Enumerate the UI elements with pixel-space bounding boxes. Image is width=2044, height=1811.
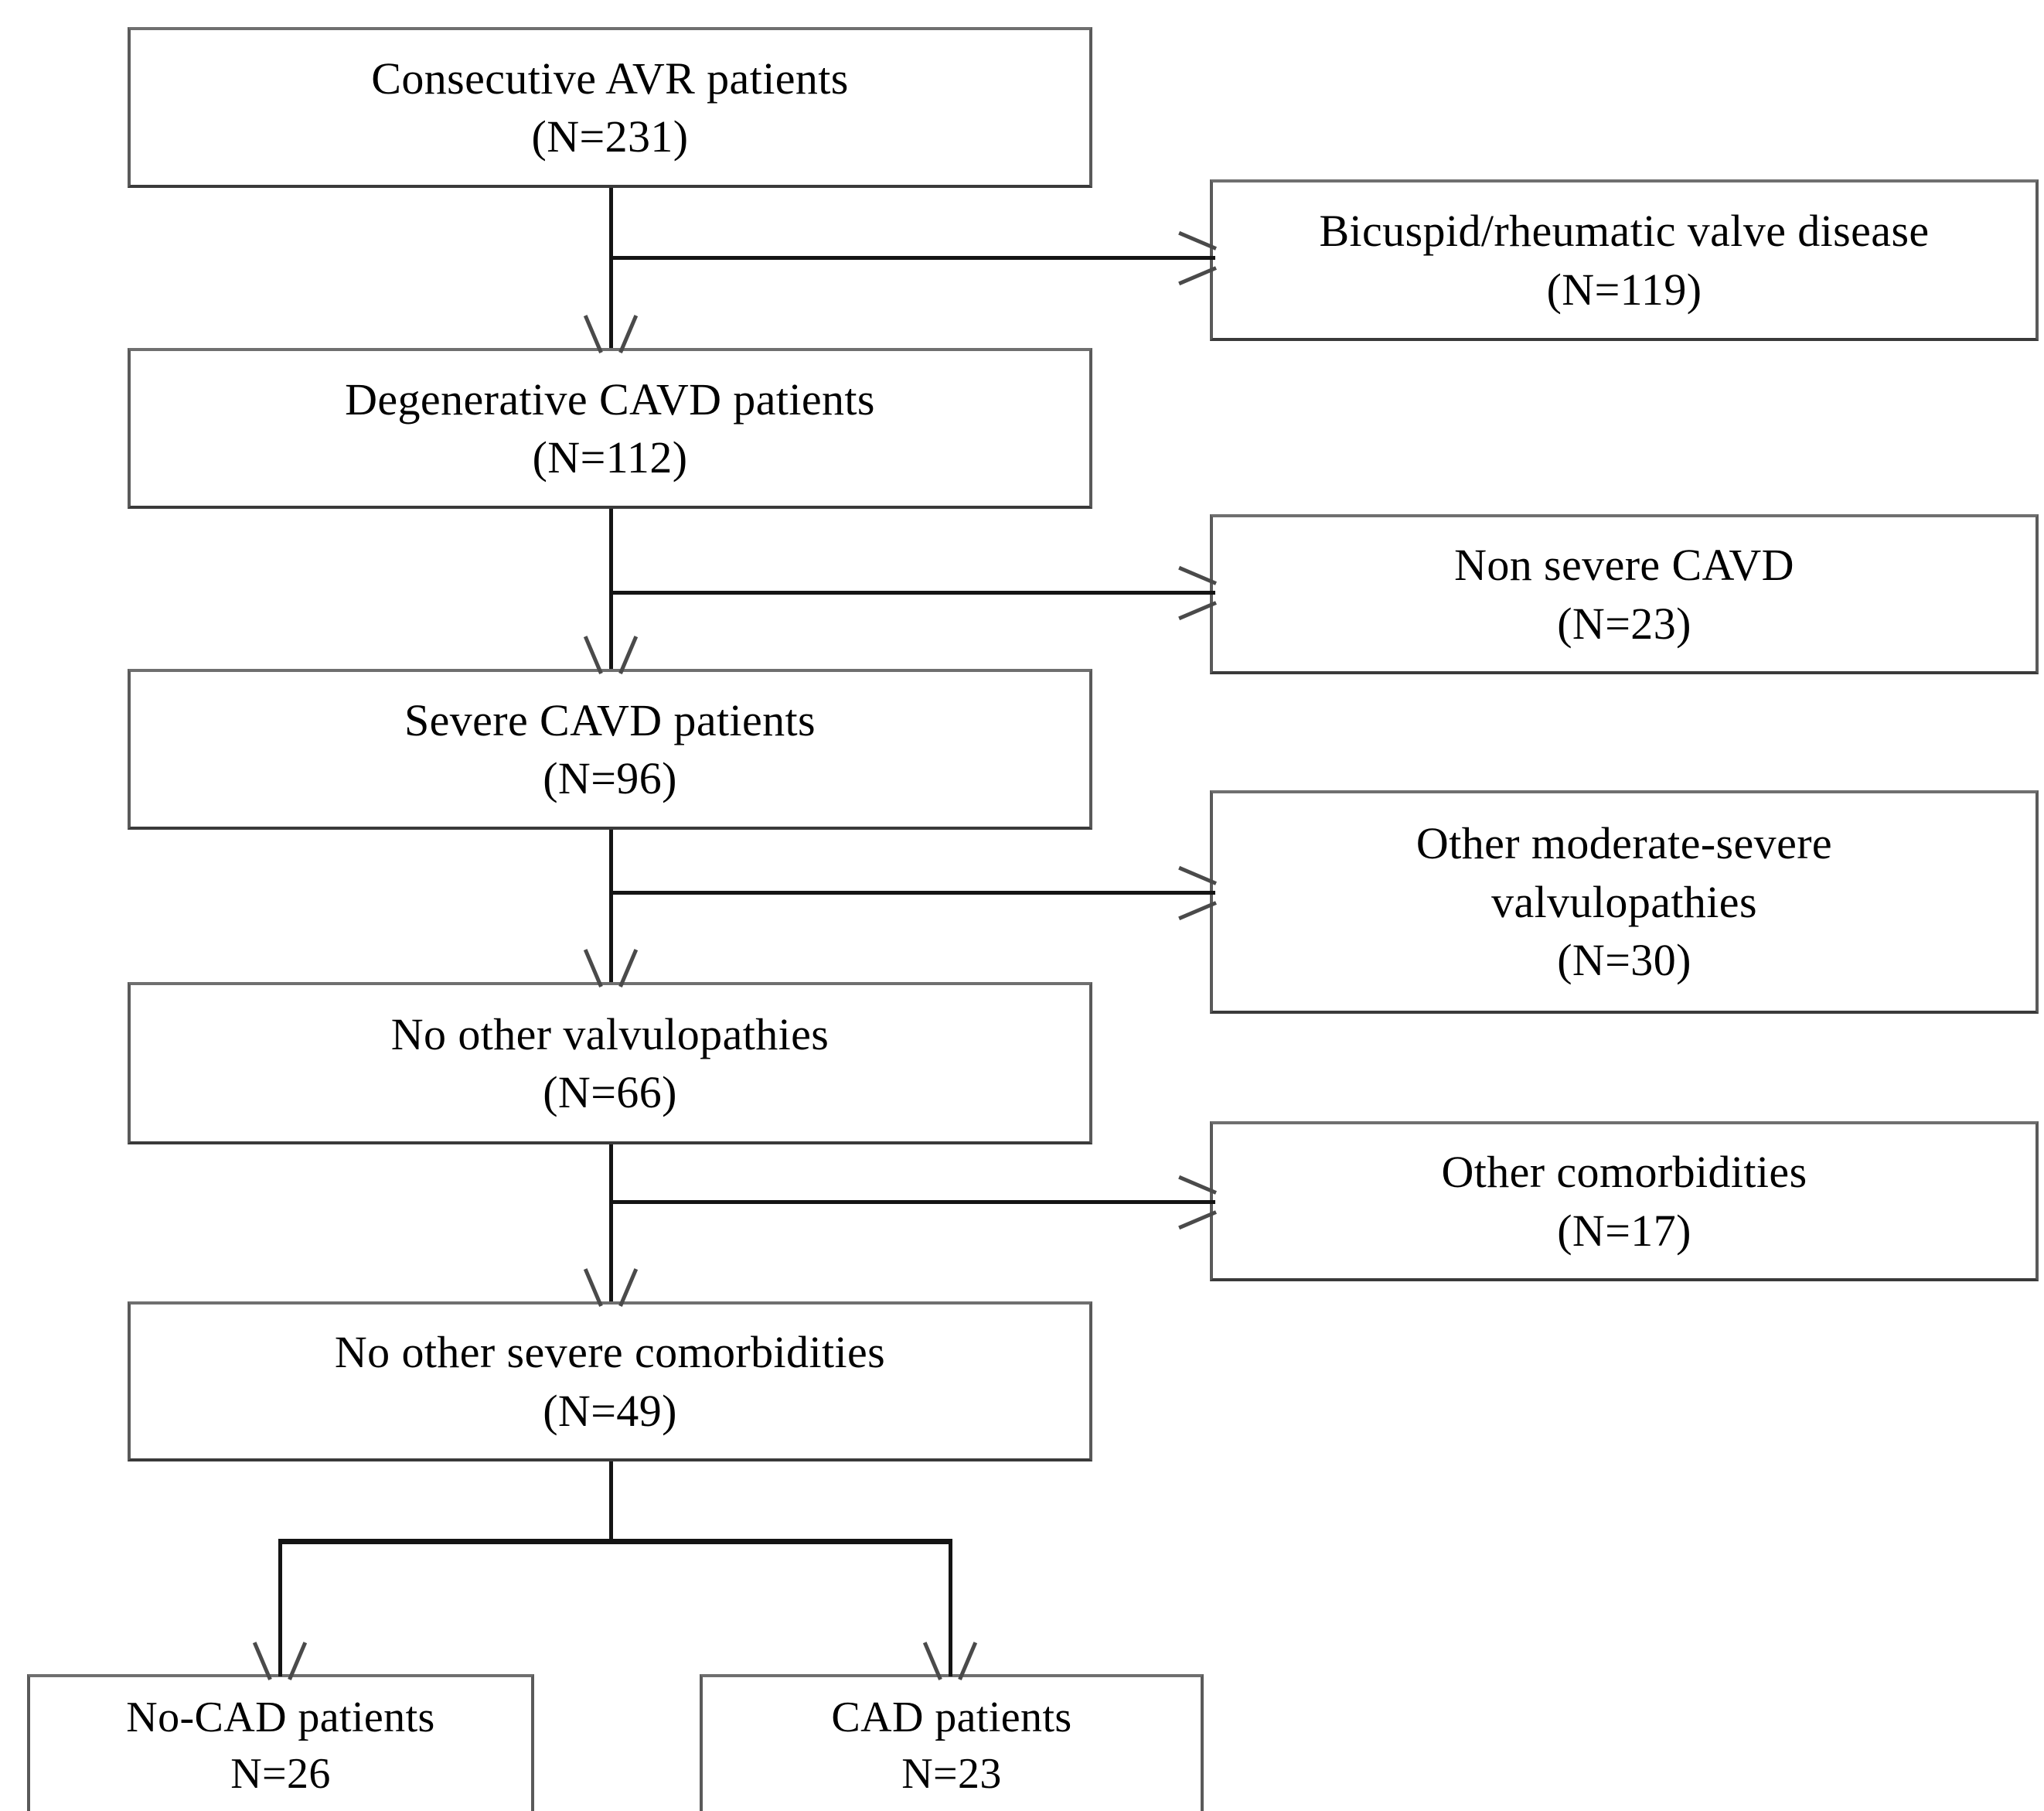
node-line-2: (N=66)	[543, 1067, 677, 1117]
connector-line-no-other-valv-to-no-comorb	[609, 1144, 613, 1301]
node-line-1: Other comorbidities	[1441, 1147, 1807, 1198]
arrowhead-down-to-degenerative-cavd	[590, 312, 632, 348]
arrowhead-down-to-severe-cavd	[590, 633, 632, 669]
connector-line-to-other-moderate-severe	[609, 891, 1215, 895]
connector-line-split-left	[278, 1539, 282, 1676]
node-line-2: (N=17)	[1557, 1205, 1691, 1256]
arrowhead-down-to-no-other-severe-comorbidities	[590, 1266, 632, 1301]
connector-line-cavd-to-severe	[609, 509, 613, 669]
node-no-other-severe-comorbidities: No other severe comorbidities (N=49)	[128, 1301, 1092, 1461]
node-line-2: valvulopathies	[1491, 876, 1757, 927]
connector-line-to-other-comorbidities	[609, 1200, 1215, 1204]
node-severe-cavd: Severe CAVD patients (N=96)	[128, 669, 1092, 830]
node-cad-patients: CAD patients N=23	[700, 1674, 1204, 1811]
node-consecutive-avr: Consecutive AVR patients (N=231)	[128, 27, 1092, 188]
connector-line-severe-to-no-other-valv	[609, 830, 613, 982]
node-line-1: Other moderate-severe	[1415, 818, 1833, 869]
node-line-1: No other severe comorbidities	[334, 1327, 886, 1378]
connector-line-to-non-severe-cavd	[609, 591, 1215, 595]
node-line-1: No-CAD patients	[126, 1693, 435, 1741]
node-line-2: (N=23)	[1557, 598, 1691, 649]
arrowhead-down-to-no-other-valvulopathies	[590, 946, 632, 982]
node-line-2: (N=49)	[543, 1385, 677, 1436]
connector-line-to-bicuspid	[609, 256, 1215, 260]
node-line-1: Severe CAVD patients	[404, 694, 816, 745]
connector-line-split-trunk	[609, 1461, 613, 1542]
node-line-1: No other valvulopathies	[390, 1008, 830, 1059]
arrowhead-right-to-non-severe-cavd	[1176, 572, 1211, 614]
node-line-2: (N=112)	[532, 432, 688, 483]
node-non-severe-cavd: Non severe CAVD (N=23)	[1210, 514, 2039, 674]
node-line-2: N=26	[230, 1749, 331, 1798]
arrowhead-right-to-other-moderate-severe	[1176, 872, 1211, 914]
node-line-1: Non severe CAVD	[1454, 540, 1794, 591]
node-other-moderate-severe-valvulopathies: Other moderate-severe valvulopathies (N=…	[1210, 790, 2039, 1014]
node-line-3: (N=30)	[1557, 935, 1691, 986]
node-line-2: (N=231)	[531, 111, 689, 162]
node-no-cad-patients: No-CAD patients N=26	[27, 1674, 534, 1811]
connector-line-split-right	[949, 1539, 952, 1676]
node-line-1: CAD patients	[831, 1693, 1072, 1741]
node-bicuspid-rheumatic: Bicuspid/rheumatic valve disease (N=119)	[1210, 179, 2039, 341]
connector-line-split-bar	[278, 1539, 952, 1544]
node-line-1: Degenerative CAVD patients	[345, 373, 875, 425]
node-no-other-valvulopathies: No other valvulopathies (N=66)	[128, 982, 1092, 1144]
node-line-1: Bicuspid/rheumatic valve disease	[1319, 206, 1930, 257]
arrowhead-right-to-other-comorbidities	[1176, 1182, 1211, 1223]
node-line-2: N=23	[901, 1749, 1002, 1798]
connector-line-avr-to-cavd	[609, 188, 613, 348]
arrowhead-right-to-bicuspid	[1176, 237, 1211, 279]
node-other-comorbidities: Other comorbidities (N=17)	[1210, 1121, 2039, 1281]
arrowhead-down-to-no-cad-patients	[259, 1639, 301, 1675]
node-line-2: (N=96)	[543, 753, 677, 803]
node-degenerative-cavd: Degenerative CAVD patients (N=112)	[128, 348, 1092, 509]
node-line-1: Consecutive AVR patients	[371, 53, 849, 104]
node-line-2: (N=119)	[1546, 264, 1702, 315]
arrowhead-down-to-cad-patients	[929, 1639, 971, 1675]
